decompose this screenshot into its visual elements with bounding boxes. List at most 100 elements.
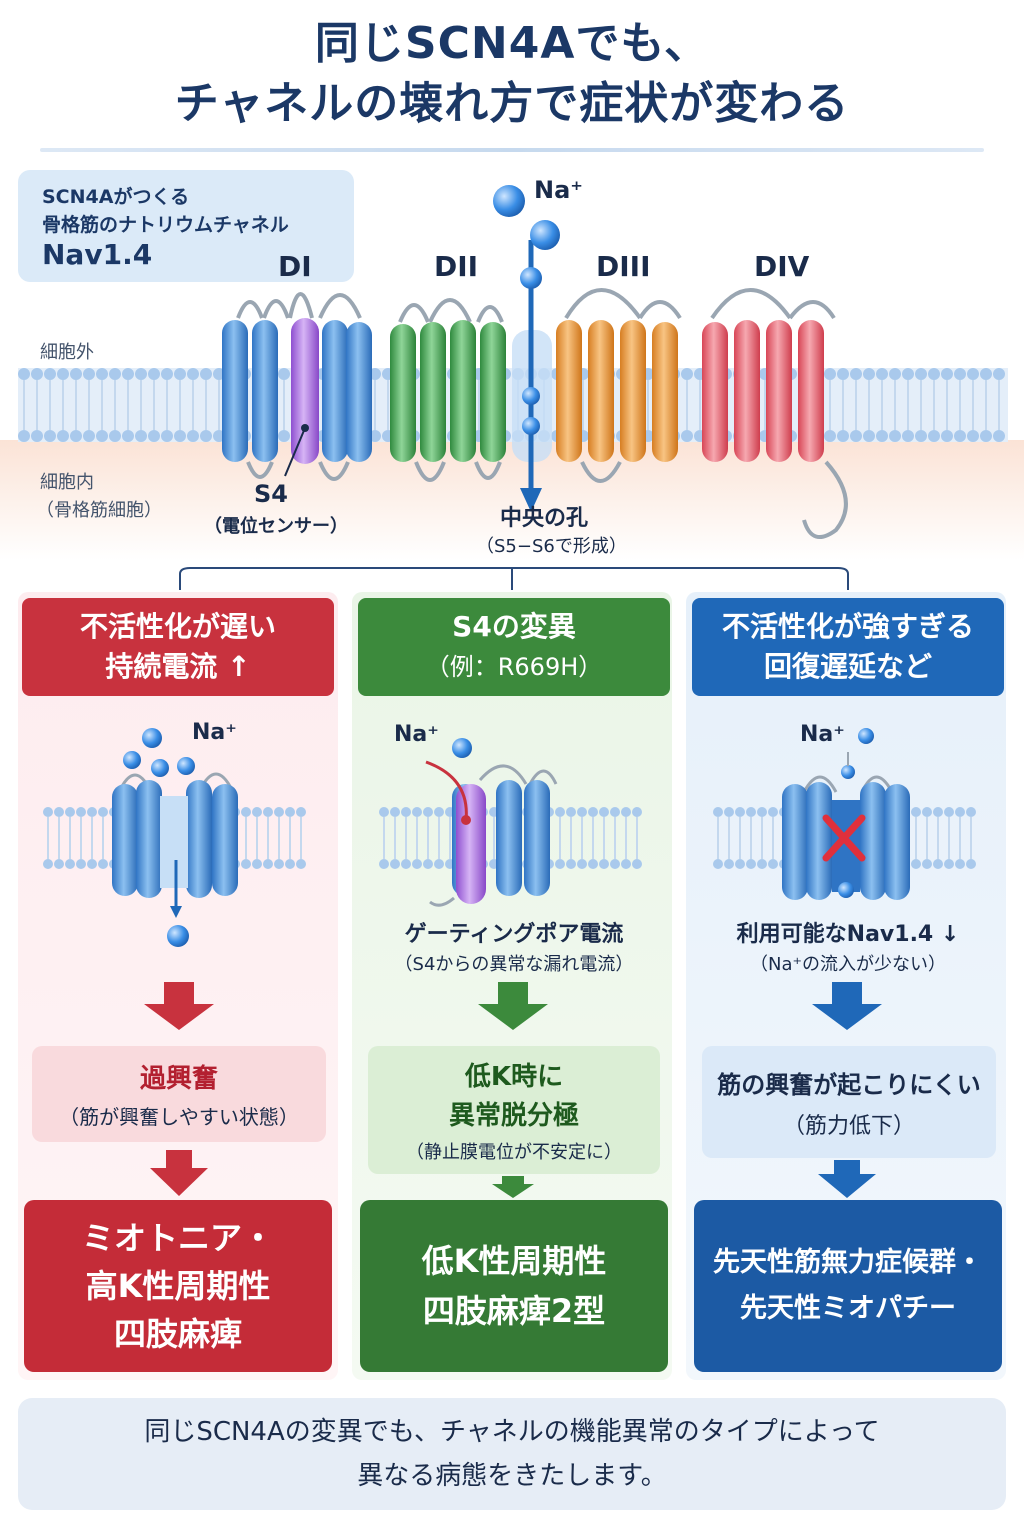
lipid-head [44, 368, 56, 380]
lipid-head [993, 368, 1005, 380]
column-green-final-line-2: 四肢麻痺2型 [422, 1292, 606, 1330]
s4-pointer-line [284, 427, 306, 477]
page-title: 同じSCN4Aでも、 チャネルの壊れ方で症状が変わる [0, 14, 1024, 134]
lipid-head [18, 368, 30, 380]
column-green-header-line-1: S4の変異 [452, 610, 576, 643]
lipid-head [876, 368, 888, 380]
lipid-head [83, 368, 95, 380]
lipid-head [850, 368, 862, 380]
lipid-head [122, 368, 134, 380]
summary-line-1: 同じSCN4Aの変異でも、チャネルの機能異常のタイプによって [144, 1417, 880, 1447]
title-divider [40, 148, 984, 152]
lipid-head [863, 430, 875, 442]
column-red-final-line-2: 高K性周期性 [85, 1267, 271, 1305]
lipid-head [135, 368, 147, 380]
column-blue-mid-title: 筋の興奮が起こりにくい [717, 1070, 981, 1099]
domain-dii [390, 298, 506, 482]
column-blue-mid-box: 筋の興奮が起こりにくい （筋力低下） [702, 1046, 996, 1158]
lipid-head [174, 430, 186, 442]
domain-di [222, 292, 372, 481]
lipid-head [915, 430, 927, 442]
lipid-head [824, 368, 836, 380]
lipid-head [187, 368, 199, 380]
sodium-ions [493, 185, 560, 435]
lipid-head [681, 368, 693, 380]
intracellular-label: 細胞内 [40, 472, 94, 493]
lipid-head [993, 430, 1005, 442]
lipid-head [122, 430, 134, 442]
column-red-header: 不活性化が遅い 持続電流 ↑ [22, 598, 334, 696]
lipid-head [200, 368, 212, 380]
lipid-head [954, 430, 966, 442]
column-blue-final-line-2: 先天性ミオパチー [740, 1293, 956, 1324]
title-line-1: 同じSCN4Aでも、 [314, 18, 710, 69]
column-red-final-line-3: 四肢麻痺 [113, 1315, 242, 1353]
column-blue-header-line-1: 不活性化が強すぎる [721, 610, 974, 643]
column-red-mid-sub: （筋が興奮しやすい状態） [59, 1105, 299, 1129]
domain-di-label: DI [278, 250, 312, 283]
column-green-mid-title-2: 異常脱分極 [448, 1101, 579, 1131]
domain-div [702, 288, 848, 540]
lipid-head [70, 368, 82, 380]
lipid-head [31, 430, 43, 442]
lipid-head [954, 368, 966, 380]
lipid-head [57, 430, 69, 442]
column-green-mid-sub: （静止膜電位が不安定に） [406, 1142, 622, 1163]
lipid-head [941, 368, 953, 380]
lipid-head [681, 430, 693, 442]
lipid-head [70, 430, 82, 442]
column-blue-caption-sub: （Na⁺の流入が少ない） [750, 954, 946, 975]
lipid-head [18, 430, 30, 442]
lipid-head [980, 368, 992, 380]
lipid-head [57, 368, 69, 380]
channel-diagram [0, 185, 1024, 590]
lipid-head [109, 368, 121, 380]
lipid-head [161, 368, 173, 380]
column-red-final-line-1: ミオトニア・ [81, 1219, 274, 1257]
lipid-head [278, 430, 290, 442]
domain-dii-label: DII [434, 250, 479, 283]
column-blue-header: 不活性化が強すぎる 回復遅延など [692, 598, 1004, 696]
info-line-3: Nav1.4 [42, 238, 153, 271]
column-green-mid-box: 低K時に 異常脱分極 （静止膜電位が不安定に） [368, 1046, 660, 1174]
column-green-mid-title-1: 低K時に [464, 1062, 564, 1092]
lipid-head [928, 368, 940, 380]
column-blue-caption-title: 利用可能なNav1.4 ↓ [736, 922, 960, 947]
column-green-final-box: 低K性周期性 四肢麻痺2型 [360, 1200, 668, 1372]
column-red-header-line-2: 持続電流 ↑ [105, 650, 251, 683]
lipid-head [902, 368, 914, 380]
column-green-caption-sub: （S4からの異常な漏れ電流） [394, 954, 634, 975]
lipid-head [200, 430, 212, 442]
lipid-head [83, 430, 95, 442]
domain-diii-label: DIII [596, 250, 651, 283]
s4-sub-label: （電位センサー） [204, 516, 348, 537]
lipid-head [837, 430, 849, 442]
lipid-head [837, 368, 849, 380]
lipid-head [161, 430, 173, 442]
column-blue-final-line-1: 先天性筋無力症候群・ [713, 1247, 983, 1278]
info-box: SCN4Aがつくる 骨格筋のナトリウムチャネル Nav1.4 [18, 170, 354, 282]
s4-label: S4 [254, 480, 288, 508]
lipid-head [850, 430, 862, 442]
lipid-head [135, 430, 147, 442]
column-blue-final-box: 先天性筋無力症候群・ 先天性ミオパチー [694, 1200, 1002, 1372]
column-red-final-box: ミオトニア・ 高K性周期性 四肢麻痺 [24, 1200, 332, 1372]
domain-diii [556, 288, 682, 483]
intracellular-sub-label: （骨格筋細胞） [36, 500, 162, 521]
info-line-2: 骨格筋のナトリウムチャネル [42, 214, 289, 236]
lipid-head [941, 430, 953, 442]
lipid-head [967, 368, 979, 380]
lipid-head [109, 430, 121, 442]
lipid-head [44, 430, 56, 442]
extracellular-label: 細胞外 [40, 342, 94, 363]
column-green-ion-label: Na⁺ [394, 722, 439, 747]
summary-box: 同じSCN4Aの変異でも、チャネルの機能異常のタイプによって 異なる病態をきたし… [18, 1398, 1006, 1510]
lipid-head [148, 368, 160, 380]
lipid-head [31, 368, 43, 380]
column-blue-header-line-2: 回復遅延など [763, 650, 932, 683]
column-red-mid-box: 過興奮 （筋が興奮しやすい状態） [32, 1046, 326, 1142]
column-red-header-line-1: 不活性化が遅い [79, 610, 276, 643]
lipid-head [967, 430, 979, 442]
lipid-head [876, 430, 888, 442]
lipid-head [96, 368, 108, 380]
